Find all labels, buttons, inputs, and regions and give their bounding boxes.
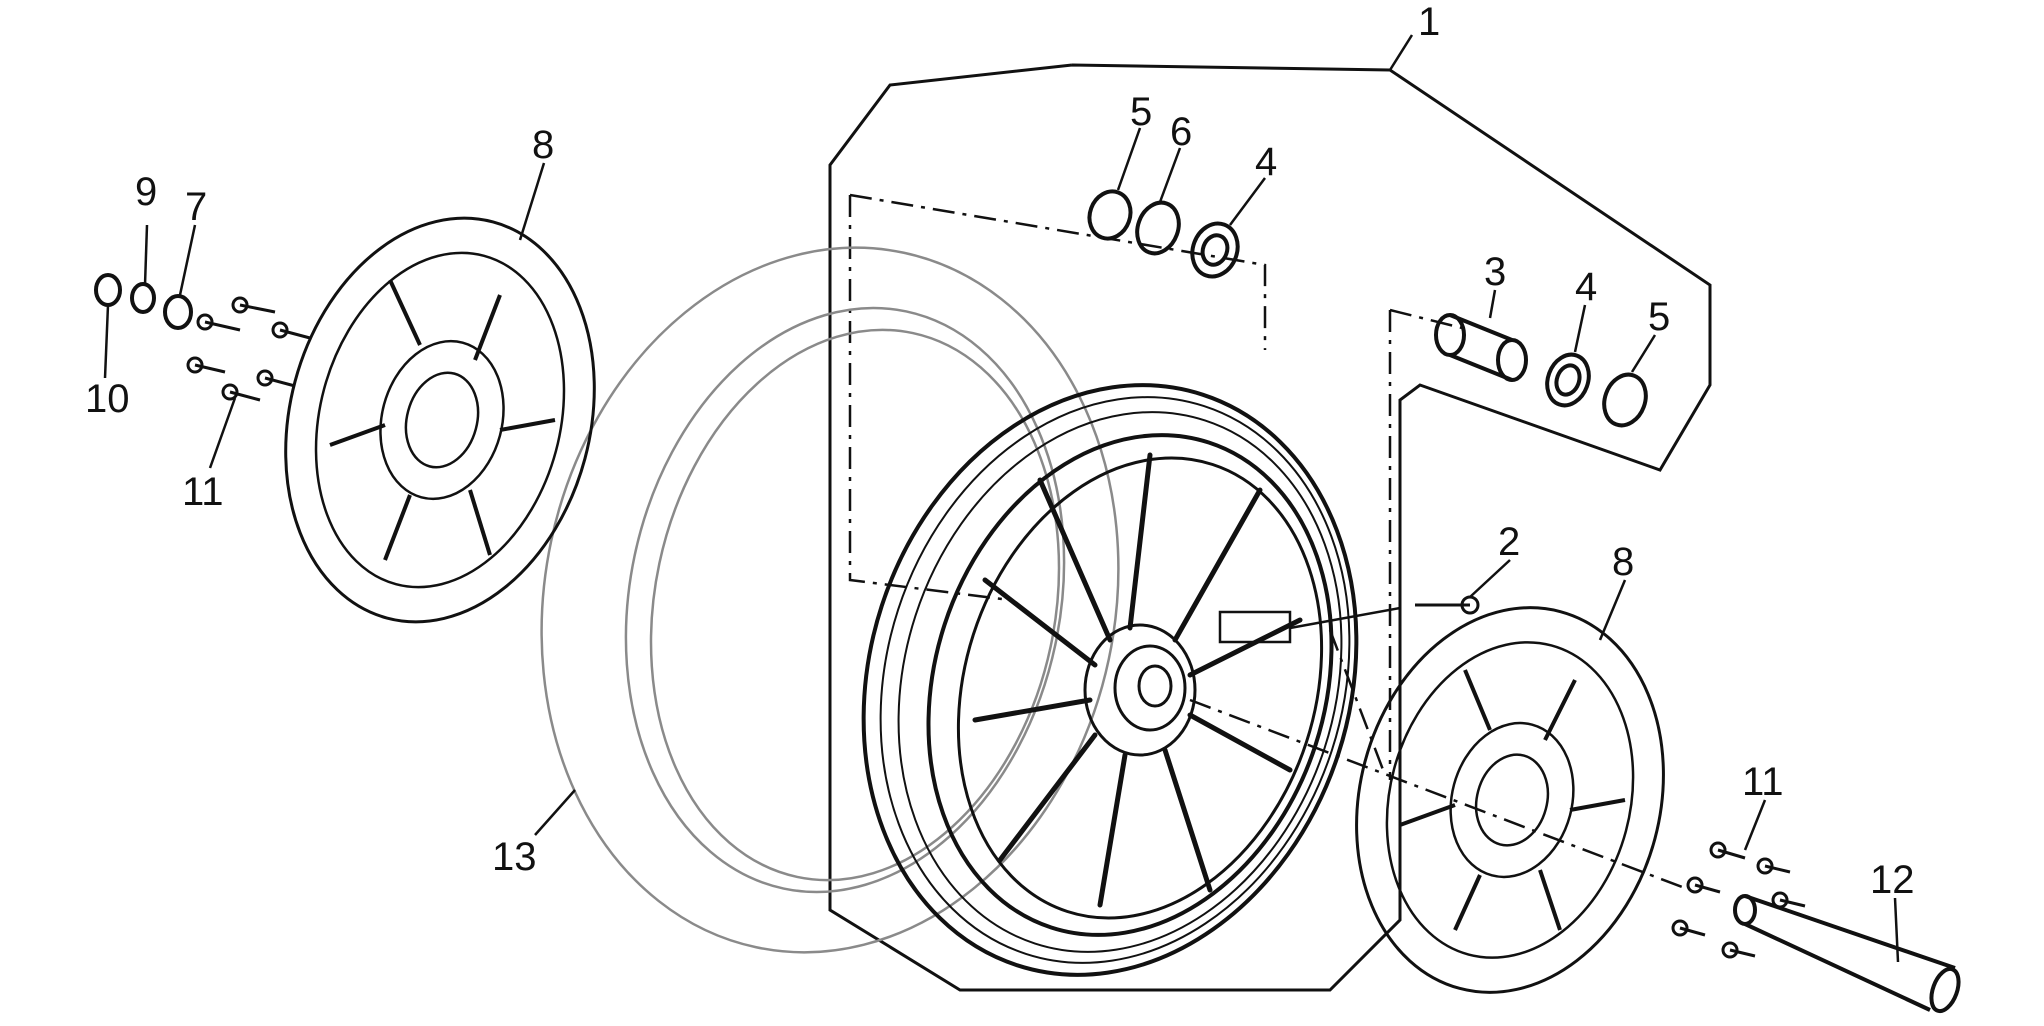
callout-8a: 8: [532, 123, 554, 167]
brake-disc-left: [284, 216, 596, 624]
callout-2: 2: [1498, 520, 1520, 564]
bolts: [186, 296, 1806, 959]
assembly-outline: [828, 63, 1712, 992]
callout-6: 6: [1170, 110, 1192, 154]
callout-12: 12: [1870, 858, 1915, 902]
callout-10: 10: [85, 377, 130, 421]
axle: [1733, 894, 1961, 1014]
small-parts: [94, 189, 1648, 428]
callout-5a: 5: [1130, 90, 1152, 134]
guide-lines: [848, 193, 1691, 892]
callout-5b: 5: [1648, 295, 1670, 339]
callout-3: 3: [1484, 250, 1506, 294]
callout-8b: 8: [1612, 540, 1634, 584]
rim: [861, 383, 1401, 977]
bolt-group-right: [1671, 841, 1806, 959]
leader-lines: [103, 34, 1900, 963]
callout-11a: 11: [182, 470, 224, 514]
tire: [540, 246, 1120, 954]
callout-7: 7: [185, 185, 207, 229]
callouts: 1 2 3 4 4 5 5 6 7 8 8 9 10 11 11 12 13: [85, 0, 1915, 902]
callout-4b: 4: [1575, 265, 1597, 309]
callout-13: 13: [492, 835, 537, 879]
bolt-group-left: [186, 296, 311, 402]
callout-9: 9: [135, 170, 157, 214]
callout-4a: 4: [1255, 140, 1277, 184]
brake-disc-right: [1355, 606, 1665, 994]
callout-11b: 11: [1742, 760, 1784, 804]
callout-1: 1: [1418, 0, 1440, 44]
